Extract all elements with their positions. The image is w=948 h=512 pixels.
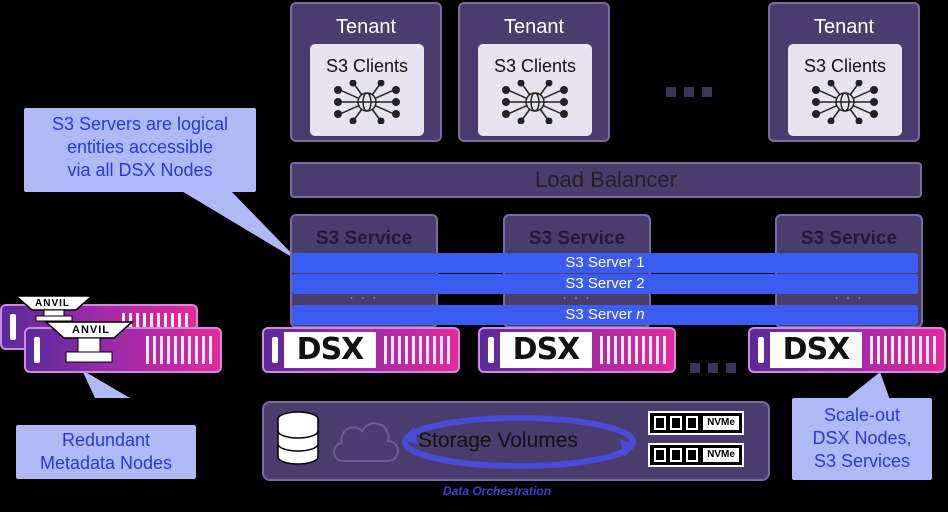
callout-line: entities accessible: [66, 137, 214, 157]
callout-redundant-metadata: Redundant Metadata Nodes: [16, 425, 196, 479]
storage-volumes-arrows-icon: [402, 415, 636, 469]
callout-s3-servers: S3 Servers are logical entities accessib…: [24, 108, 256, 192]
dsx-label: DSX: [500, 332, 592, 368]
redundant-pointer: [82, 370, 130, 398]
dsx-fins: [600, 336, 668, 364]
dsx-slot: [488, 337, 494, 363]
s3-service-label: S3 Service: [800, 228, 898, 249]
dsx-fins: [384, 336, 452, 364]
s3-clients-label: S3 Clients: [493, 56, 577, 76]
database-icon: [277, 411, 319, 465]
callout-line: Metadata Nodes: [39, 453, 173, 473]
nvme-cell: [686, 416, 698, 430]
s3-clients-box: S3 Clients: [788, 44, 902, 136]
nvme-cell: [654, 448, 666, 462]
tenant-box-3: Tenant S3 Clients: [768, 2, 920, 142]
anvil-icon-back: [14, 295, 94, 322]
nvme-cell: [686, 448, 698, 462]
s3-server-n-var: n: [636, 306, 645, 323]
anvil-label-front: ANVIL: [72, 324, 110, 336]
tenant-box-1: Tenant S3 Clients: [290, 2, 442, 142]
s3-clients-label: S3 Clients: [325, 56, 409, 76]
callout-line: via all DSX Nodes: [67, 160, 213, 180]
cloud-icon: [333, 422, 399, 463]
tenant-title: Tenant: [335, 16, 397, 38]
storage-volumes-label: Storage Volumes: [418, 429, 578, 452]
dsx-node-2: DSX: [478, 327, 676, 373]
s3-clients-box: S3 Clients: [310, 44, 424, 136]
storage-panel: Storage Volumes NVMe NVMe: [262, 401, 770, 481]
callout-line: Scale-out: [823, 405, 901, 425]
anvil-slot: [34, 337, 40, 363]
s3-service-label: S3 Service: [528, 228, 626, 249]
nvme-label: NVMe: [703, 448, 739, 462]
anvil-node-front: [24, 327, 222, 373]
s3-server-n-bar: S3 Server n: [292, 305, 918, 325]
dsx-slot: [272, 337, 278, 363]
network-clients-icon: [334, 80, 400, 124]
nvme-drive-2: NVMe: [648, 443, 744, 467]
network-clients-icon: [812, 80, 878, 124]
callout-line: S3 Services: [813, 451, 911, 471]
callout-line: DSX Nodes,: [812, 428, 912, 448]
anvil-icon-front: [44, 321, 134, 363]
nvme-drive-1: NVMe: [648, 411, 744, 435]
s3-server-1-bar: S3 Server 1: [292, 253, 918, 273]
s3-service-label: S3 Service: [315, 228, 413, 249]
anvil-fins: [146, 336, 214, 364]
tenant-title: Tenant: [503, 16, 565, 38]
nvme-cell: [670, 416, 682, 430]
nvme-cell: [654, 416, 666, 430]
scale-pointer: [845, 372, 890, 400]
tenant-title: Tenant: [813, 16, 875, 38]
s3-clients-box: S3 Clients: [478, 44, 592, 136]
dsx-ellipsis-icon: [690, 363, 736, 373]
dsx-fins: [870, 336, 938, 364]
anvil-slot: [10, 314, 16, 340]
callout-line: Redundant: [61, 430, 151, 450]
ellipsis-icon: [666, 87, 712, 97]
load-balancer: Load Balancer: [290, 162, 922, 198]
s3-clients-label: S3 Clients: [803, 56, 887, 76]
dsx-label: DSX: [284, 332, 376, 368]
dsx-slot: [758, 337, 764, 363]
nvme-label: NVMe: [703, 416, 739, 430]
nvme-cell: [670, 448, 682, 462]
s3-server-2-bar: S3 Server 2: [292, 274, 918, 294]
anvil-label-back: ANVIL: [35, 298, 70, 309]
s3-server-n-prefix: S3 Server: [565, 306, 637, 323]
callout-line: S3 Servers are logical: [51, 114, 229, 134]
callout-scale-out: Scale-out DSX Nodes, S3 Services: [792, 398, 932, 480]
dsx-node-3: DSX: [748, 327, 946, 373]
dsx-label: DSX: [770, 332, 862, 368]
tenant-box-2: Tenant S3 Clients: [458, 2, 610, 142]
data-orchestration-label: Data Orchestration: [443, 484, 552, 498]
tenants-ellipsis: [666, 64, 712, 109]
network-clients-icon: [502, 80, 568, 124]
dsx-node-1: DSX: [262, 327, 460, 373]
